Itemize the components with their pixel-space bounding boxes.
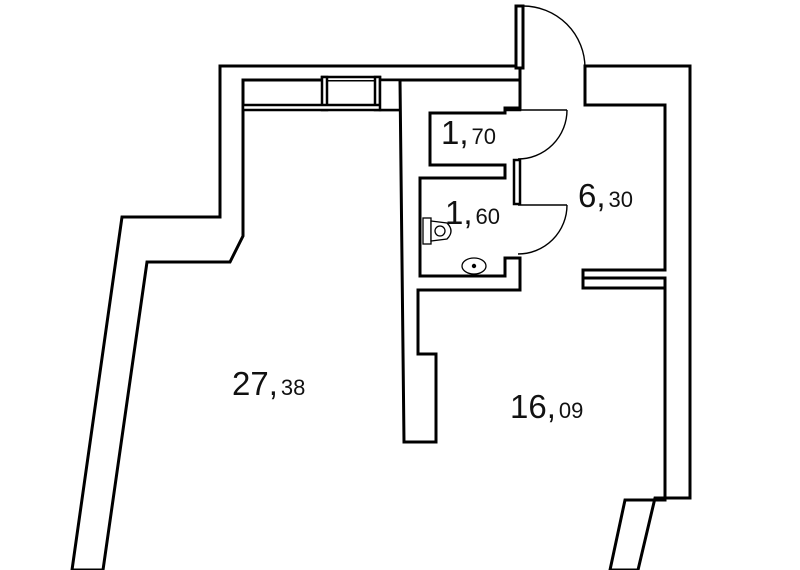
toilet-icon <box>422 217 452 245</box>
wc-wall-east <box>512 158 522 206</box>
wc-door-swing <box>517 109 568 160</box>
room-area-wc: 1,70 <box>441 114 496 151</box>
outer-wall-west <box>70 64 522 570</box>
outer-wall-east <box>581 64 692 570</box>
bath-door-swing <box>517 204 568 255</box>
room-area-bath: 1,60 <box>445 194 500 231</box>
central-partition <box>398 78 522 444</box>
room-area-room: 16,09 <box>510 388 583 425</box>
north-niche <box>320 75 382 80</box>
sink-icon <box>461 257 487 275</box>
room-area-hall: 6,30 <box>578 177 633 214</box>
room-wall-north <box>581 276 667 290</box>
entrance-door-leaf <box>514 4 525 70</box>
room-area-living: 27,38 <box>232 365 305 402</box>
entrance-door-swing <box>522 5 586 69</box>
north-wall-inner <box>241 103 402 112</box>
